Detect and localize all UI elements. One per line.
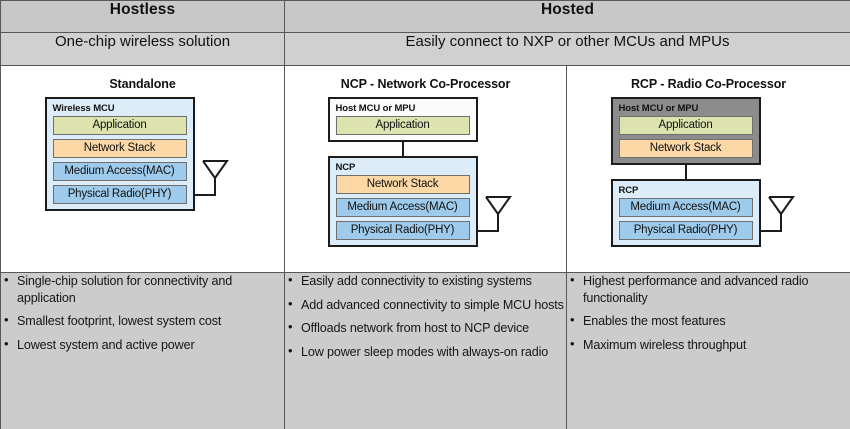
layer-physical-radio: Physical Radio(PHY) — [335, 221, 470, 240]
subtitle-row: One-chip wireless solution Easily connec… — [0, 32, 850, 66]
bullets-cell-standalone: Single-chip solution for connectivity an… — [0, 272, 285, 429]
list-item: Maximum wireless throughput — [570, 336, 850, 354]
layer-network-stack: Network Stack — [618, 139, 753, 158]
layer-network-stack: Network Stack — [335, 175, 470, 194]
layer-physical-radio: Physical Radio(PHY) — [618, 221, 753, 240]
diagram-title-ncp: NCP - Network Co-Processor — [340, 77, 511, 91]
diagram-cell-rcp: RCP - Radio Co-Processor Host MCU or MPU… — [565, 65, 850, 273]
list-item: Easily add connectivity to existing syst… — [288, 272, 566, 290]
list-item: Single-chip solution for connectivity an… — [4, 272, 284, 306]
chip-label-ncp: NCP — [335, 162, 356, 173]
layer-application: Application — [52, 116, 187, 135]
chip-label-host-mcu-mpu: Host MCU or MPU — [335, 103, 416, 114]
chip-box-rcp: RCP Medium Access(MAC) Physical Radio(PHY) — [610, 179, 761, 247]
diagram-title-standalone: Standalone — [109, 77, 176, 91]
list-item: Add advanced connectivity to simple MCU … — [288, 296, 566, 314]
diagram-title-rcp: RCP - Radio Co-Processor — [630, 77, 787, 91]
list-item: Highest performance and advanced radio f… — [570, 272, 850, 306]
layer-stack: Application — [330, 114, 476, 140]
chip-label-wireless-mcu: Wireless MCU — [52, 103, 115, 114]
list-item: Enables the most features — [570, 312, 850, 330]
bullet-list-rcp: Highest performance and advanced radio f… — [567, 272, 850, 354]
list-item: Smallest footprint, lowest system cost — [4, 312, 284, 330]
connector-line — [401, 142, 404, 156]
antenna-icon — [759, 191, 807, 239]
layer-medium-access: Medium Access(MAC) — [52, 162, 187, 181]
layer-application: Application — [335, 116, 470, 135]
header-hostless: Hostless — [0, 0, 285, 33]
bullet-list-ncp: Easily add connectivity to existing syst… — [285, 272, 566, 361]
chip-label-host-mcu-mpu: Host MCU or MPU — [618, 103, 699, 114]
connector-line — [684, 165, 687, 179]
subtitle-hostless: One-chip wireless solution — [0, 32, 285, 66]
header-hosted: Hosted — [283, 0, 850, 33]
chip-label-rcp: RCP — [618, 185, 639, 196]
bullet-list-standalone: Single-chip solution for connectivity an… — [1, 272, 284, 354]
layer-medium-access: Medium Access(MAC) — [618, 198, 753, 217]
layer-stack: Medium Access(MAC) Physical Radio(PHY) — [613, 196, 759, 245]
bullets-cell-ncp: Easily add connectivity to existing syst… — [284, 272, 567, 429]
layer-application: Application — [618, 116, 753, 135]
list-item: Lowest system and active power — [4, 336, 284, 354]
antenna-icon — [476, 191, 524, 239]
list-item: Low power sleep modes with always-on rad… — [288, 343, 566, 361]
bullets-cell-rcp: Highest performance and advanced radio f… — [565, 272, 850, 429]
diagram-cell-ncp: NCP - Network Co-Processor Host MCU or M… — [284, 65, 567, 273]
layer-network-stack: Network Stack — [52, 139, 187, 158]
subtitle-hosted: Easily connect to NXP or other MCUs and … — [283, 32, 850, 66]
bullets-row: Single-chip solution for connectivity an… — [0, 272, 850, 429]
header-row: Hostless Hosted — [0, 0, 850, 33]
layer-medium-access: Medium Access(MAC) — [335, 198, 470, 217]
layer-physical-radio: Physical Radio(PHY) — [52, 185, 187, 204]
antenna-icon — [193, 155, 241, 203]
list-item: Offloads network from host to NCP device — [288, 319, 566, 337]
chip-box-host-mcu-mpu: Host MCU or MPU Application — [327, 97, 478, 142]
